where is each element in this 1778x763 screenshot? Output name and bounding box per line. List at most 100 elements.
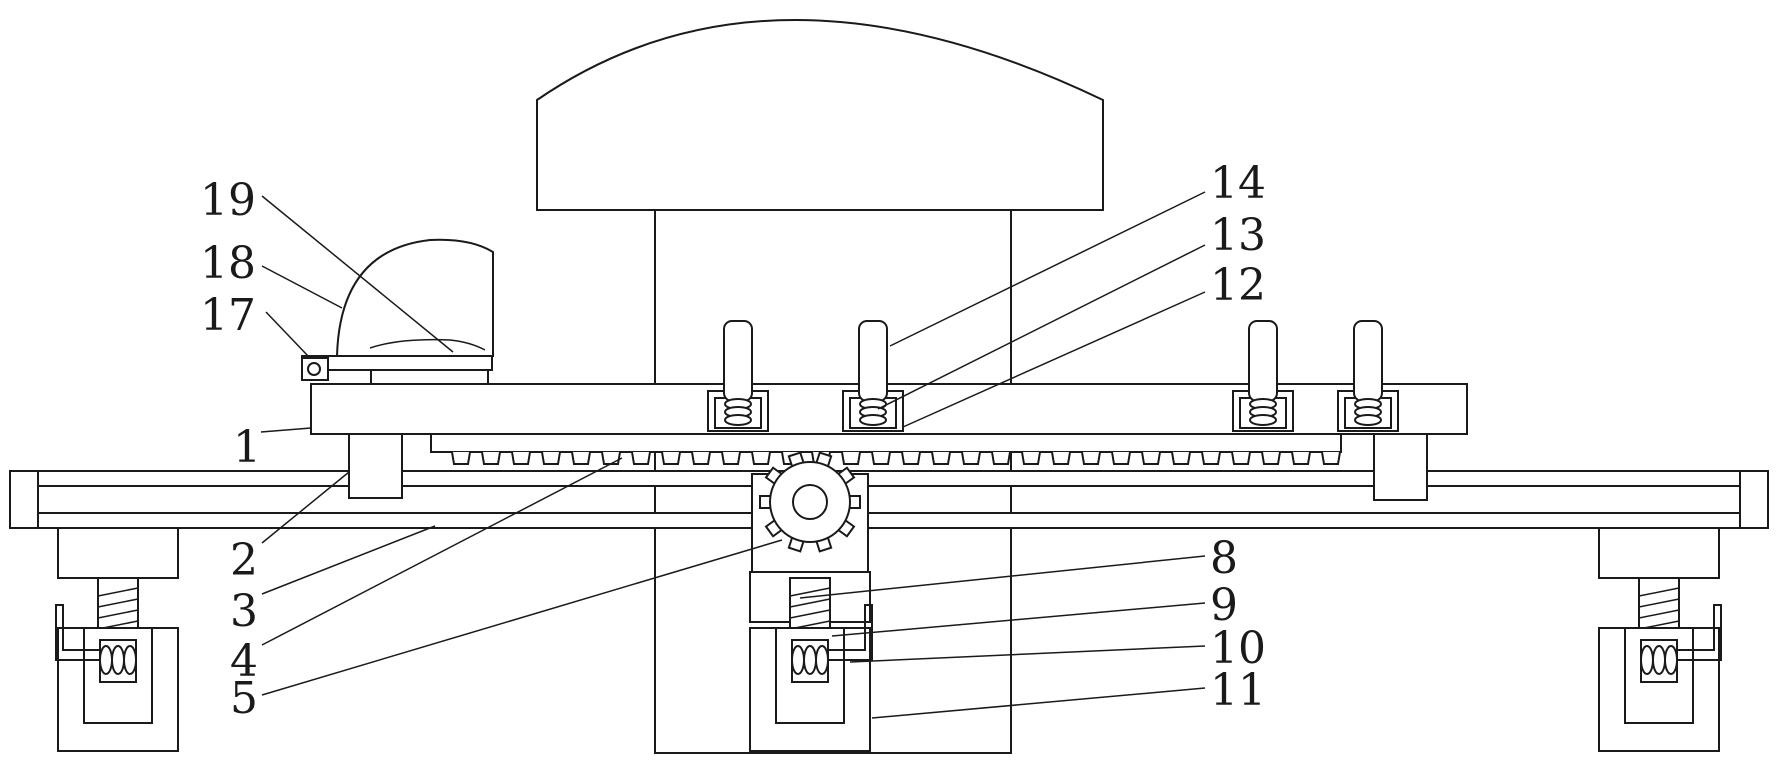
cutter-base-plate <box>301 355 493 371</box>
numeral-1: 1 <box>233 422 261 473</box>
leader-lines <box>260 191 1206 719</box>
rack-tooth <box>1231 451 1251 465</box>
leg-spring-coil <box>1652 645 1666 675</box>
gear-hub <box>792 484 828 520</box>
rack-tooth <box>1261 451 1281 465</box>
clamp-rod <box>723 320 753 402</box>
leg-spring-coil <box>791 645 805 675</box>
clamp-rod <box>858 320 888 402</box>
rack-bar <box>430 433 1342 453</box>
leader-9 <box>831 602 1206 637</box>
clamp-spring-coil <box>1354 414 1382 426</box>
rack-tooth <box>751 451 771 465</box>
rack-tooth <box>961 451 981 465</box>
leader-1 <box>260 427 312 433</box>
cutting-blade <box>369 338 486 351</box>
reference-numerals: 1 2 3 4 5 8 9 10 11 12 13 14 17 18 19 <box>200 158 1266 724</box>
rack-tooth <box>1111 451 1131 465</box>
leg-cap <box>1598 527 1720 579</box>
leader-10 <box>849 645 1206 663</box>
screw-thread <box>97 587 139 597</box>
leg-right <box>1598 527 1722 752</box>
rack-tooth <box>601 451 621 465</box>
rack-tooth <box>451 451 471 465</box>
leader-11 <box>871 687 1206 719</box>
rack-tooth <box>931 451 951 465</box>
leader-12 <box>902 291 1206 428</box>
numeral-19: 19 <box>200 175 256 226</box>
rack-teeth <box>451 451 1341 465</box>
numeral-12: 12 <box>1210 260 1266 311</box>
rack-tooth <box>721 451 741 465</box>
rack-tooth <box>871 451 891 465</box>
leader-18 <box>261 265 343 309</box>
leg-spring-coil <box>111 645 125 675</box>
guide-rail <box>9 470 1769 529</box>
leg-spring-coil <box>1664 645 1678 675</box>
leg-left <box>55 527 179 752</box>
clamp <box>1337 320 1399 432</box>
screw-thread <box>97 609 139 619</box>
screw-thread <box>1638 609 1680 619</box>
rack-tooth <box>571 451 591 465</box>
clamp <box>842 320 904 432</box>
clamp-rod <box>1248 320 1278 402</box>
leg-clip <box>1677 604 1722 661</box>
clamp <box>707 320 769 432</box>
clamp-spring-coil <box>859 414 887 426</box>
numeral-4: 4 <box>230 636 258 687</box>
rack-tooth <box>481 451 501 465</box>
rack-tooth <box>841 451 861 465</box>
gear <box>759 451 861 553</box>
screw-thread <box>1638 598 1680 608</box>
screw-thread <box>789 609 831 619</box>
leg-center <box>749 571 873 752</box>
leg-spring-coil <box>1640 645 1654 675</box>
rack-tooth <box>901 451 921 465</box>
dome-housing <box>536 19 1104 211</box>
rack-tooth <box>1081 451 1101 465</box>
rack-tooth <box>1021 451 1041 465</box>
screw-thread <box>1638 587 1680 597</box>
leader-2 <box>261 471 350 544</box>
leg-spring-coil <box>99 645 113 675</box>
numeral-10: 10 <box>1210 623 1266 674</box>
leg-spring-coil <box>803 645 817 675</box>
rack-tooth <box>1321 451 1341 465</box>
leader-19 <box>261 195 454 353</box>
leader-5 <box>261 539 783 696</box>
leader-17 <box>265 311 310 358</box>
rack-tooth <box>1201 451 1221 465</box>
numeral-8: 8 <box>1210 533 1238 584</box>
rack-tooth <box>661 451 681 465</box>
numeral-5: 5 <box>230 673 258 724</box>
rack-tooth <box>541 451 561 465</box>
leg-spring-coil <box>815 645 829 675</box>
clamp-spring-coil <box>724 414 752 426</box>
rack-tooth <box>1291 451 1311 465</box>
rack-tooth <box>1171 451 1191 465</box>
rack-tooth <box>511 451 531 465</box>
screw-thread <box>789 598 831 608</box>
leg-spring-coil <box>123 645 137 675</box>
leader-13 <box>877 244 1206 410</box>
leg-clip <box>55 604 100 661</box>
numeral-3: 3 <box>230 586 258 637</box>
leader-4 <box>261 457 623 646</box>
numeral-17: 17 <box>200 290 256 341</box>
blade-guard <box>335 238 494 357</box>
screw-thread <box>789 587 831 597</box>
leg-clip <box>828 604 873 661</box>
clamp-assemblies <box>707 320 1399 432</box>
rack-tooth <box>691 451 711 465</box>
numeral-14: 14 <box>1210 158 1266 209</box>
numeral-2: 2 <box>230 535 258 586</box>
leader-8 <box>799 555 1206 599</box>
rack-tooth <box>991 451 1011 465</box>
leader-3 <box>261 525 436 595</box>
support-legs <box>55 527 1722 752</box>
slider-block-left <box>348 433 403 499</box>
clamp <box>1232 320 1294 432</box>
rail-end-left <box>9 470 39 529</box>
